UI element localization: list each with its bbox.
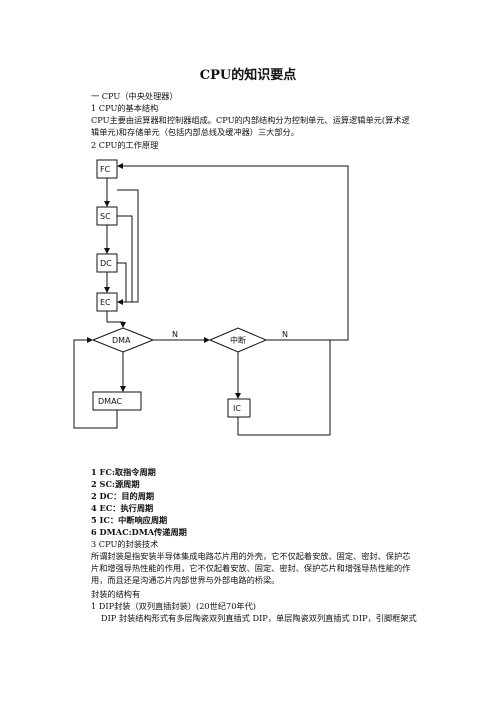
cpu-cycle-flowchart: FC SC DC EC DMA 中断 DMAC IC N N (73, 159, 349, 436)
packaging-structure-heading: 封装的结构有 (91, 589, 141, 599)
ec-label: EC (100, 298, 111, 307)
legend-item: 1 FC:取指令周期 (91, 467, 156, 477)
legend-item: 2 DC：目的周期 (91, 491, 155, 501)
dmac-label: DMAC (98, 397, 122, 406)
ic-box (227, 398, 251, 418)
sc-label: SC (100, 212, 111, 221)
interrupt-label: 中断 (230, 335, 246, 345)
dip-body: DIP 封装结构形式有多层陶瓷双列直插式 DIP，单层陶瓷双列直插式 DIP，引… (101, 613, 417, 623)
dma-label: DMA (112, 336, 131, 345)
legend-item: 2 SC:源周期 (91, 479, 140, 489)
dip-heading: 1 DIP封装（双列直插封装）(20世纪70年代) (91, 601, 256, 611)
paragraph-basic-structure: CPU主要由运算器和控制器组成。CPU的内部结构分为控制单元、运算逻辑单元(算术… (91, 115, 410, 138)
subheading-packaging: 3 CPU的封装技术 (91, 539, 159, 549)
page-title: CPU的知识要点 (199, 68, 297, 83)
legend-item: 5 IC：中断响应周期 (91, 515, 168, 525)
edge-label-n1: N (172, 330, 178, 339)
edge-label-n2: N (282, 330, 288, 339)
section-heading-cpu: 一 CPU（中央处理器） (91, 91, 178, 101)
subheading-working-principle: 2 CPU的工作原理 (91, 140, 159, 150)
paragraph-packaging: 所谓封装是指安装半导体集成电路芯片用的外壳，它不仅起着安放、固定、密封、保护芯片… (91, 551, 411, 586)
fc-label: FC (100, 165, 111, 174)
subheading-basic-structure: 1 CPU的基本结构 (91, 103, 159, 113)
ic-label: IC (233, 404, 241, 413)
legend-item: 6 DMAC:DMA传递周期 (91, 527, 187, 537)
dc-label: DC (100, 259, 112, 268)
legend-item: 4 EC：执行周期 (91, 503, 154, 513)
